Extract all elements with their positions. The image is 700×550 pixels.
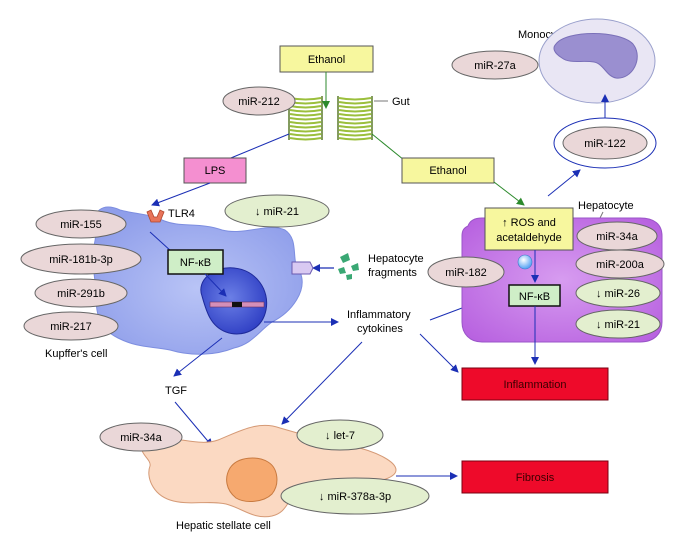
mir-27a-ellipse xyxy=(451,50,539,80)
kupffer-label: Kupffer's cell xyxy=(45,348,107,360)
nfkb-left-label: NF-κB xyxy=(180,257,211,269)
ros-sphere xyxy=(517,254,533,270)
kupffer-cell xyxy=(92,206,303,355)
ethanol-right-label: Ethanol xyxy=(429,165,466,177)
gut-fold xyxy=(289,117,322,121)
gut-fold xyxy=(289,113,322,117)
mir-122-ellipse xyxy=(562,126,648,160)
inflammation-box xyxy=(461,367,609,401)
mir-181b-ellipse xyxy=(20,243,142,275)
tgf-label: TGF xyxy=(165,385,187,397)
cytokines-line2: cytokines xyxy=(357,323,403,335)
gut-fold xyxy=(289,137,322,141)
mir-122-label: miR-122 xyxy=(584,138,626,150)
tlr4-to-nfkb-line xyxy=(149,231,173,253)
tlr4-receptor xyxy=(146,209,165,223)
cytokines-line1: Inflammatory xyxy=(347,309,411,321)
gut-fold xyxy=(338,133,372,137)
gut-fold xyxy=(338,137,372,141)
ethanol-top-label: Ethanol xyxy=(308,54,345,66)
ros-line2: acetaldehyde xyxy=(496,232,561,244)
stellate-nucleus xyxy=(226,457,278,502)
let-7-ellipse xyxy=(296,419,384,451)
mir-217-label: miR-217 xyxy=(50,321,92,333)
gut-fold xyxy=(338,101,372,105)
hepatocyte-fragments-line1: Hepatocyte xyxy=(368,253,424,265)
gut-fold xyxy=(289,109,322,113)
mir-212-label: miR-212 xyxy=(238,96,280,108)
monocyte-nucleus xyxy=(553,33,638,79)
gut-fold xyxy=(338,97,372,101)
mir-378-ellipse xyxy=(280,477,430,515)
hepatocyte-fragments-line2: fragments xyxy=(368,267,417,279)
mir-378-label: ↓ miR-378a-3p xyxy=(319,491,391,503)
ethanol-to-ros-arrow xyxy=(493,181,525,206)
mir-155-ellipse xyxy=(35,209,127,239)
gut-label: Gut xyxy=(392,96,410,108)
mir-27a-label: miR-27a xyxy=(474,60,516,72)
gut-to-ethanol-line xyxy=(371,133,405,161)
gut-fold xyxy=(289,121,322,125)
hepatocyte-to-vesicle-arrow xyxy=(547,169,581,197)
gut-fold xyxy=(289,125,322,129)
gut-to-lps-line xyxy=(225,133,290,161)
ros-line1: ↑ ROS and xyxy=(502,217,556,229)
mir-217-ellipse xyxy=(23,311,119,341)
tgf-to-stellate-arrow xyxy=(174,401,213,447)
gut-fold xyxy=(289,105,322,109)
nfkb-left-box xyxy=(167,249,224,275)
ethanol-right-box xyxy=(401,157,495,184)
gut-fold xyxy=(338,125,372,129)
cytokines-to-inflammation-arrow xyxy=(419,333,459,373)
mir-21-hep-label: ↓ miR-21 xyxy=(596,319,640,331)
mir-21-kupffer-ellipse xyxy=(224,194,330,228)
mir-291b-label: miR-291b xyxy=(57,288,105,300)
cytokines-to-stellate-arrow xyxy=(281,341,363,425)
mir-182-label: miR-182 xyxy=(445,267,487,279)
mir-291b-ellipse xyxy=(34,278,128,308)
mir-181b-label: miR-181b-3p xyxy=(49,254,113,266)
mir-212-ellipse xyxy=(222,86,296,116)
dna-binding-site xyxy=(232,302,242,307)
nfkb-to-nucleus-arrow xyxy=(204,273,227,297)
mir-21-kupffer-label: ↓ miR-21 xyxy=(255,206,299,218)
nfkb-right-label: NF-κB xyxy=(519,291,550,303)
mir-34a-stellate-ellipse xyxy=(99,422,183,452)
mir-34a-stellate-label: miR-34a xyxy=(120,432,162,444)
mir-200a-label: miR-200a xyxy=(596,259,645,271)
lps-box xyxy=(183,157,247,184)
lps-label: LPS xyxy=(205,165,226,177)
kupffer-to-tgf-arrow xyxy=(173,337,223,377)
hepatocyte-label: Hepatocyte xyxy=(578,200,634,212)
gut-fold xyxy=(338,105,372,109)
gut-fold xyxy=(338,109,372,113)
gut-fold xyxy=(338,113,372,117)
gut-fold xyxy=(289,129,322,133)
mir-26-label: ↓ miR-26 xyxy=(596,288,640,300)
gut-fold xyxy=(338,121,372,125)
mir-26-ellipse xyxy=(575,278,661,308)
mir-182-ellipse xyxy=(427,256,505,288)
gut-fold xyxy=(338,117,372,121)
fibrosis-box xyxy=(461,460,609,494)
inflammation-label: Inflammation xyxy=(504,379,567,391)
lps-to-tlr4-arrow xyxy=(151,182,211,207)
mir-34a-hep-label: miR-34a xyxy=(596,231,638,243)
mir-21-hep-ellipse xyxy=(575,309,661,339)
gut-fold xyxy=(289,133,322,137)
mir-155-label: miR-155 xyxy=(60,219,102,231)
gut-structure xyxy=(288,96,373,141)
phagocytosis-arrow xyxy=(291,261,334,275)
stellate-label: Hepatic stellate cell xyxy=(176,520,271,532)
gut-fold xyxy=(338,129,372,133)
ros-box xyxy=(484,207,574,251)
tlr4-label: TLR4 xyxy=(168,208,195,220)
let-7-label: ↓ let-7 xyxy=(325,430,355,442)
fibrosis-label: Fibrosis xyxy=(516,472,555,484)
hepatocyte-fragments-icon xyxy=(338,253,359,280)
mir-200a-ellipse xyxy=(575,249,665,279)
